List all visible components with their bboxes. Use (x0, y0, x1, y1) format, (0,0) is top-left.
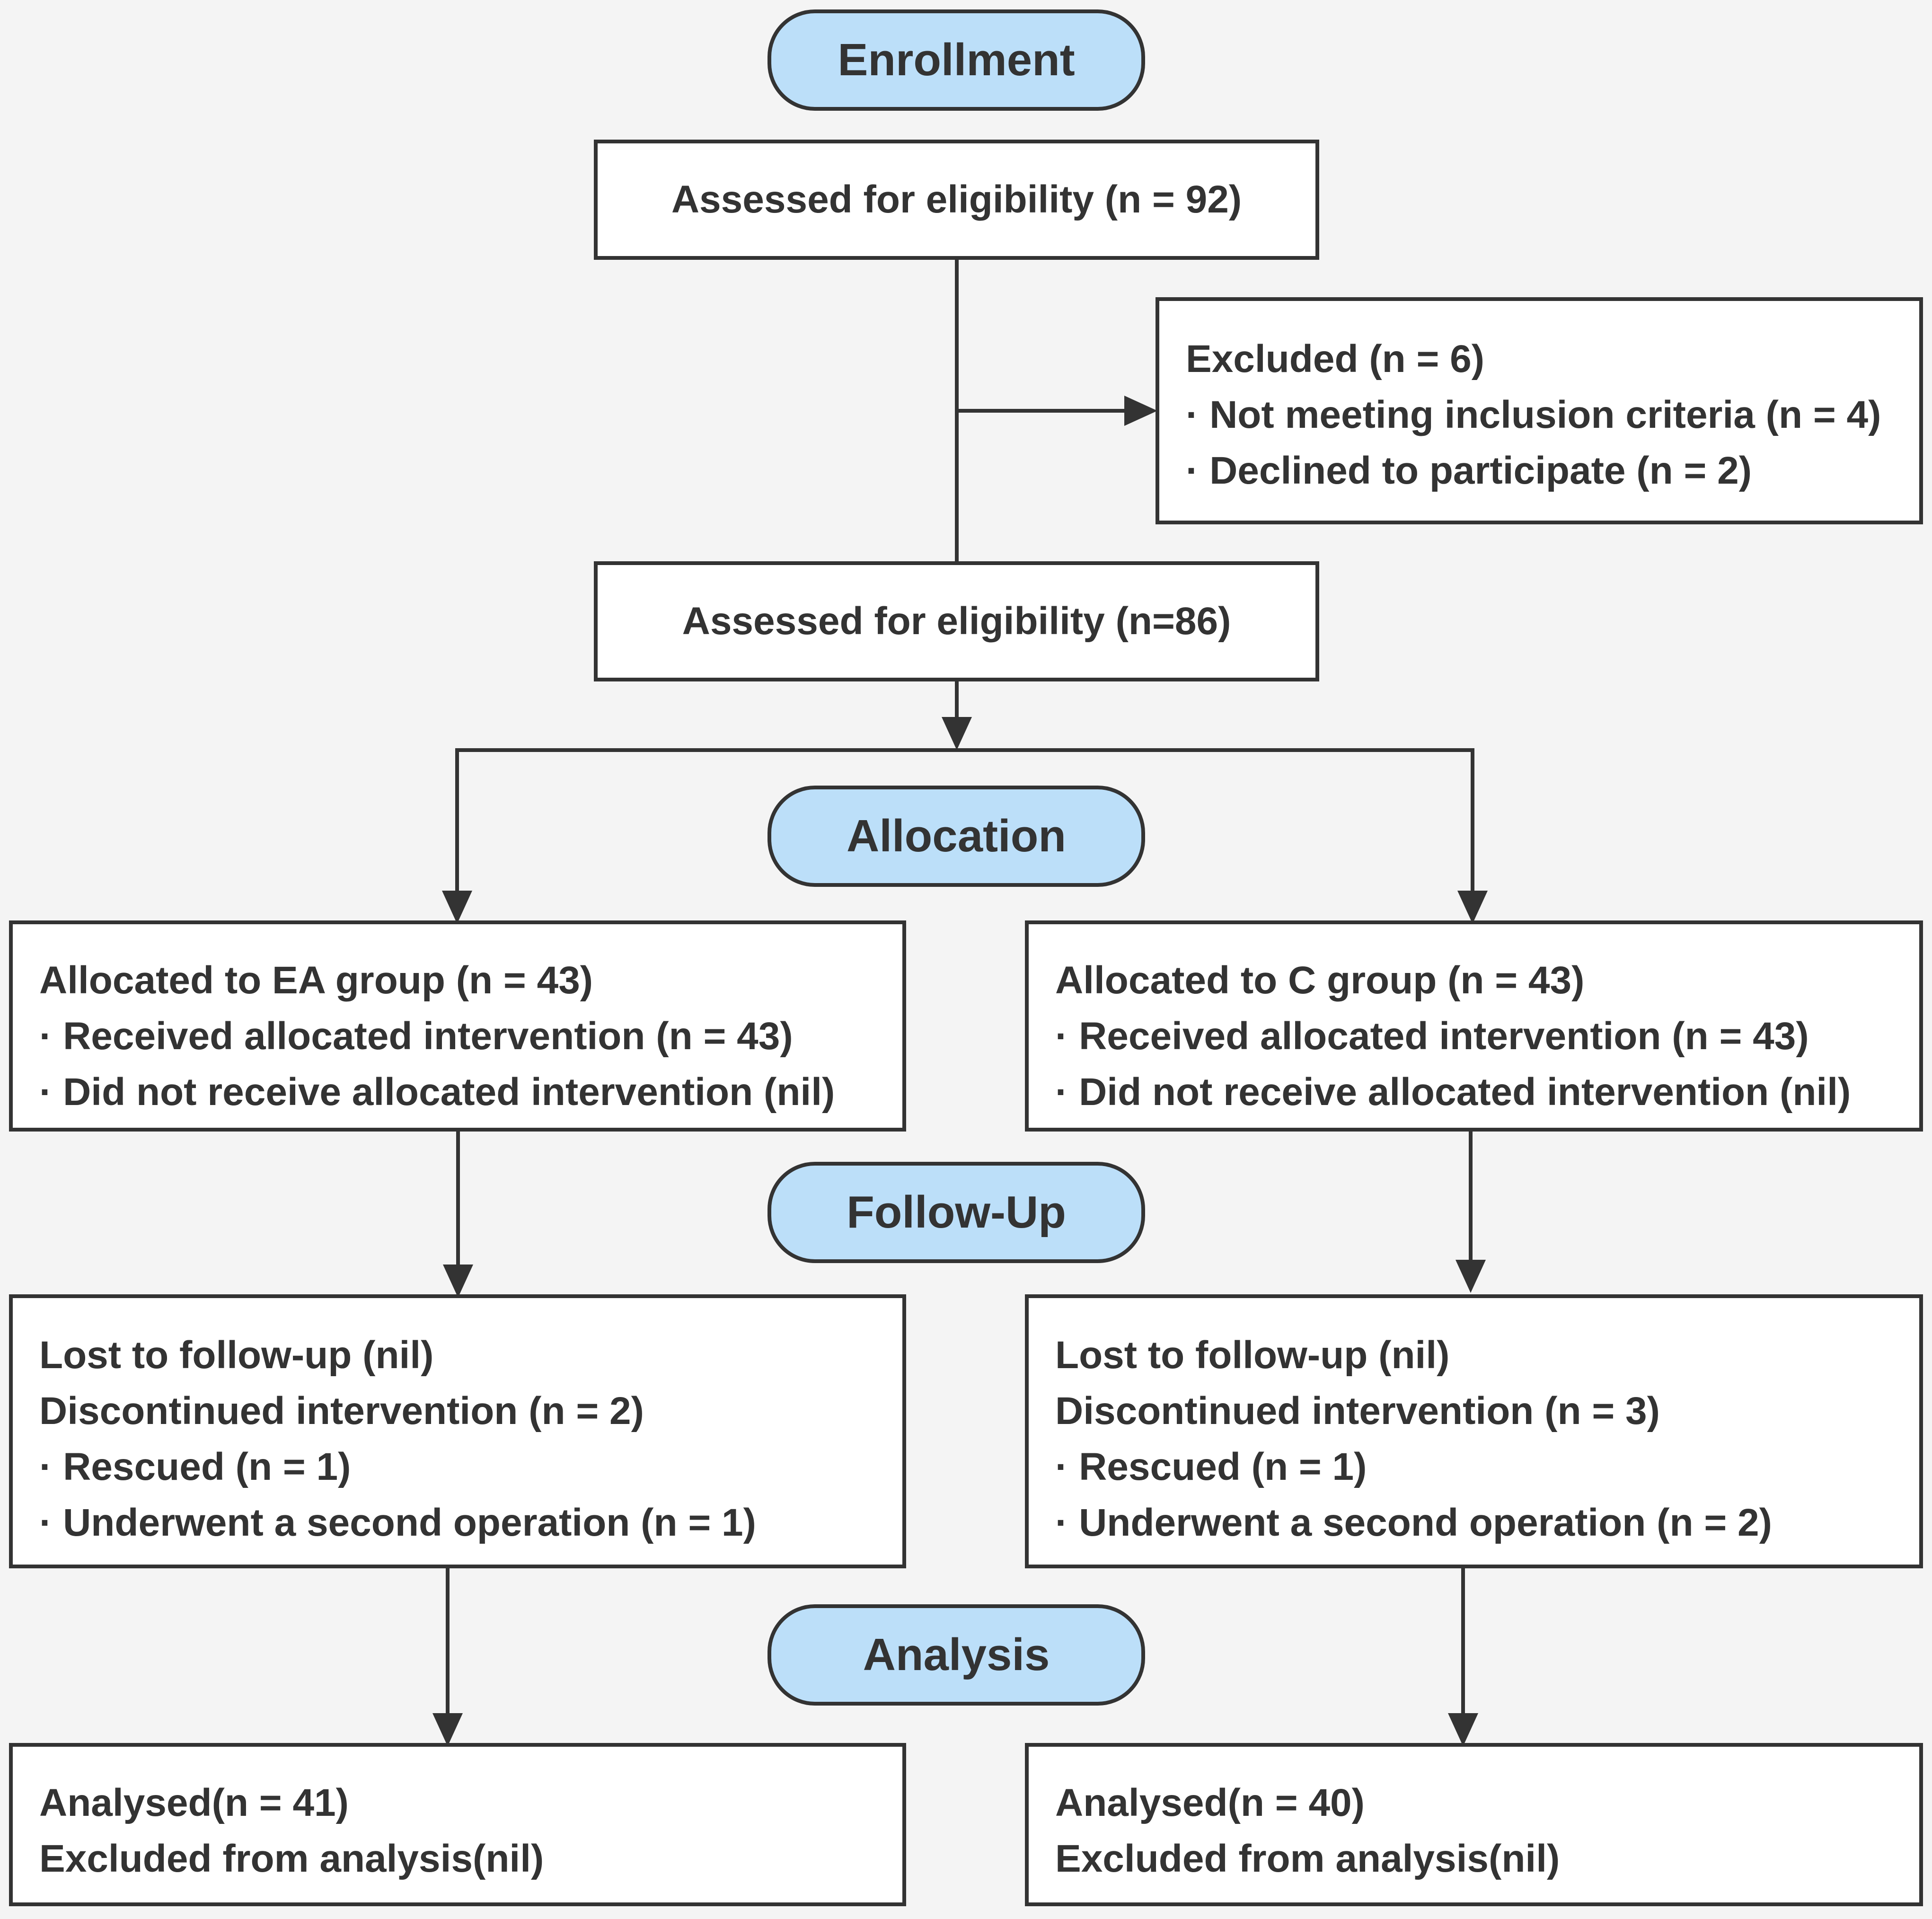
follow-up-c-line-2: Discontinued intervention (n = 3) (1055, 1389, 1660, 1433)
allocation-c-item-1: · Received allocated intervention (n = 4… (1055, 1015, 1809, 1058)
analysis-ea-line-1: Analysed(n = 41) (39, 1781, 349, 1824)
arrowhead-excluded (1124, 396, 1157, 426)
follow-up-c-line-3: · Rescued (n = 1) (1055, 1445, 1367, 1488)
allocation-ea-item-1: · Received allocated intervention (n = 4… (39, 1015, 793, 1058)
arrowhead-ea-analysis (432, 1713, 463, 1746)
assessed-eligibility-text: Assessed for eligibility (n = 92) (671, 178, 1242, 221)
arrowhead-c-followup (1456, 1260, 1486, 1293)
assessed-eligibility-box: Assessed for eligibility (n = 92) (594, 140, 1319, 260)
analysis-c-line-1: Analysed(n = 40) (1055, 1781, 1365, 1824)
stage-analysis: Analysis (768, 1604, 1145, 1706)
allocation-c-item-2: · Did not receive allocated intervention… (1055, 1070, 1851, 1114)
excluded-title: Excluded (n = 6) (1186, 337, 1485, 380)
analysis-c-box: Analysed(n = 40) Excluded from analysis(… (1025, 1743, 1923, 1906)
analysis-ea-line-2: Excluded from analysis(nil) (39, 1837, 544, 1880)
stage-enrollment: Enrollment (768, 9, 1145, 111)
excluded-reason-1: · Not meeting inclusion criteria (n = 4) (1186, 393, 1881, 436)
arrowhead-ea-allocation (442, 891, 472, 924)
stage-follow-up: Follow-Up (768, 1162, 1145, 1263)
assessed-eligibility-86-box: Assessed for eligibility (n=86) (594, 561, 1319, 681)
arrowhead-assessed86 (942, 717, 972, 750)
allocation-c-title: Allocated to C group (n = 43) (1055, 959, 1585, 1002)
follow-up-ea-line-1: Lost to follow-up (nil) (39, 1334, 434, 1377)
follow-up-c-line-4: · Underwent a second operation (n = 2) (1055, 1501, 1772, 1544)
follow-up-ea-line-4: · Underwent a second operation (n = 1) (39, 1501, 756, 1544)
connector-split (455, 748, 1474, 898)
analysis-ea-box: Analysed(n = 41) Excluded from analysis(… (9, 1743, 906, 1906)
arrowhead-c-analysis (1448, 1713, 1478, 1746)
allocation-ea-item-2: · Did not receive allocated intervention… (39, 1070, 835, 1114)
assessed-eligibility-86-text: Assessed for eligibility (n=86) (682, 600, 1231, 643)
analysis-c-line-2: Excluded from analysis(nil) (1055, 1837, 1560, 1880)
follow-up-ea-box: Lost to follow-up (nil) Discontinued int… (9, 1294, 906, 1568)
arrowhead-ea-followup (443, 1265, 473, 1298)
follow-up-c-line-1: Lost to follow-up (nil) (1055, 1334, 1450, 1377)
follow-up-c-box: Lost to follow-up (nil) Discontinued int… (1025, 1294, 1923, 1568)
allocation-c-box: Allocated to C group (n = 43) · Received… (1025, 920, 1923, 1132)
allocation-ea-box: Allocated to EA group (n = 43) · Receive… (9, 920, 906, 1132)
allocation-ea-title: Allocated to EA group (n = 43) (39, 959, 593, 1002)
stage-allocation: Allocation (768, 786, 1145, 887)
follow-up-ea-line-3: · Rescued (n = 1) (39, 1445, 351, 1488)
follow-up-ea-line-2: Discontinued intervention (n = 2) (39, 1389, 644, 1433)
excluded-box: Excluded (n = 6) · Not meeting inclusion… (1156, 297, 1923, 524)
arrowhead-c-allocation (1457, 891, 1488, 924)
excluded-reason-2: · Declined to participate (n = 2) (1186, 449, 1752, 492)
